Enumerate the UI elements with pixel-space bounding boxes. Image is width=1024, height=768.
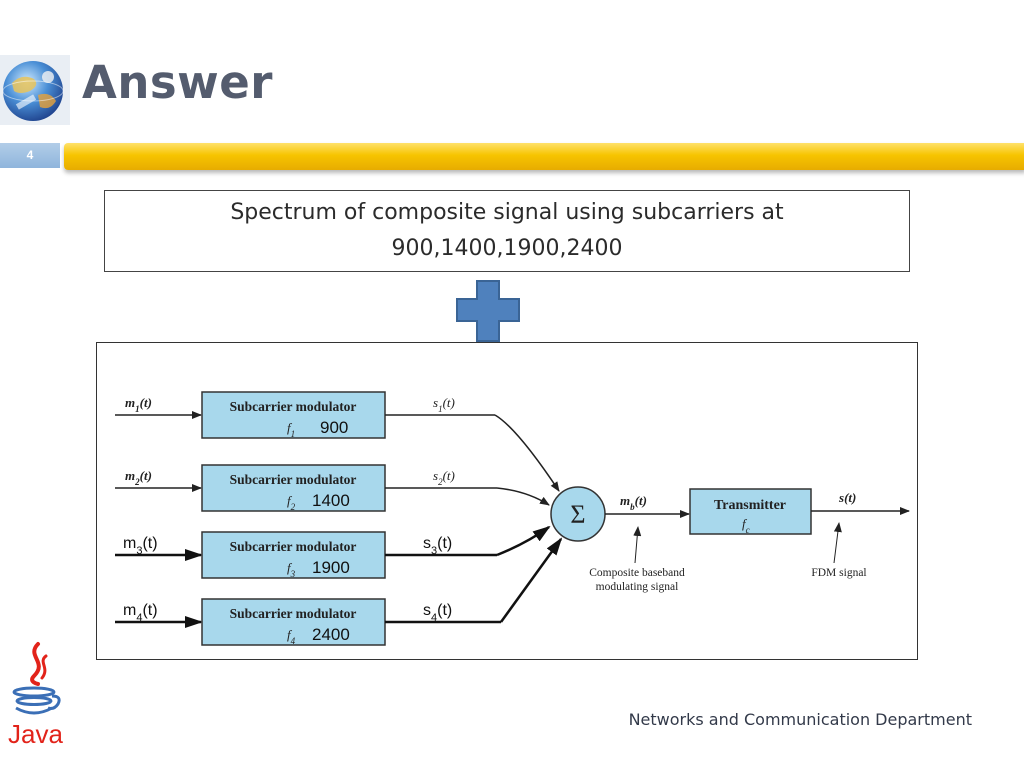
transmitter-block: Transmitter fc [689,488,812,535]
svg-text:fc: fc [742,516,750,535]
input-label-4: m [123,602,136,619]
slide-title: Answer [82,56,273,109]
svg-text:s1(t): s1(t) [433,395,455,414]
output-label-1: s [433,395,438,410]
caption-box: Spectrum of composite signal using subca… [104,190,910,272]
svg-text:m4(t): m4(t) [123,602,158,624]
footer-department: Networks and Communication Department [628,710,972,729]
svg-text:s3(t): s3(t) [423,535,452,557]
modulator-row-3: m3(t) Subcarrier modulator f3 1900 s3(t) [115,525,551,579]
svg-text:s2(t): s2(t) [433,468,455,487]
subcarrier-modulator-3 [201,531,386,579]
modulator-label-4: Subcarrier modulator [230,606,357,621]
modulator-row-1: m1(t) Subcarrier modulator f1 900 s1(t) [115,391,560,492]
input-label-2: m [125,468,135,483]
svg-text:f2: f2 [287,493,296,512]
svg-text:mb(t): mb(t) [620,493,647,512]
freq-value-2: 1400 [312,491,350,510]
globe-logo-icon [0,55,70,125]
subcarrier-modulator-1 [201,391,386,439]
svg-text:s4(t): s4(t) [423,602,452,624]
freq-value-4: 2400 [312,625,350,644]
svg-text:Java: Java [8,719,63,749]
freq-value-1: 900 [320,418,348,437]
svg-text:f1: f1 [287,420,295,439]
slide-number: 4 [0,143,60,168]
output-label-3: s [423,535,431,552]
modulator-label-3: Subcarrier modulator [230,539,357,554]
svg-text:s(t): s(t) [838,490,856,505]
fdm-block-diagram: m1(t) Subcarrier modulator f1 900 s1(t) … [96,342,918,660]
java-logo-icon: Java [4,640,66,750]
subcarrier-modulator-2 [201,464,386,512]
subcarrier-modulator-4 [201,598,386,646]
svg-text:m2(t): m2(t) [125,468,152,487]
freq-value-3: 1900 [312,558,350,577]
transmitter-label: Transmitter [714,498,786,513]
modulator-label-2: Subcarrier modulator [230,472,357,487]
output-label-4: s [423,602,431,619]
modulator-label-1: Subcarrier modulator [230,399,357,414]
svg-text:m1(t): m1(t) [125,395,152,414]
caption-text: Spectrum of composite signal using subca… [230,200,784,261]
output-signal-label: s [838,490,844,505]
composite-label-line2: modulating signal [596,581,679,593]
sum-symbol: Σ [570,500,585,529]
output-label-2: s [433,468,438,483]
summation-node: Σ [550,486,606,542]
composite-label-line1: Composite baseband [589,567,685,579]
plus-icon [455,279,521,343]
input-label-1: m [125,395,135,410]
modulator-row-4: m4(t) Subcarrier modulator f4 2400 s4(t) [115,537,563,646]
svg-text:f3: f3 [287,560,296,579]
title-accent-bar [64,143,1024,170]
fdm-label: FDM signal [811,567,866,579]
svg-text:f4: f4 [287,627,296,646]
svg-text:m3(t): m3(t) [123,535,158,557]
baseband-label: m [620,493,630,508]
modulator-row-2: m2(t) Subcarrier modulator f2 1400 s2(t) [115,464,550,512]
input-label-3: m [123,535,136,552]
